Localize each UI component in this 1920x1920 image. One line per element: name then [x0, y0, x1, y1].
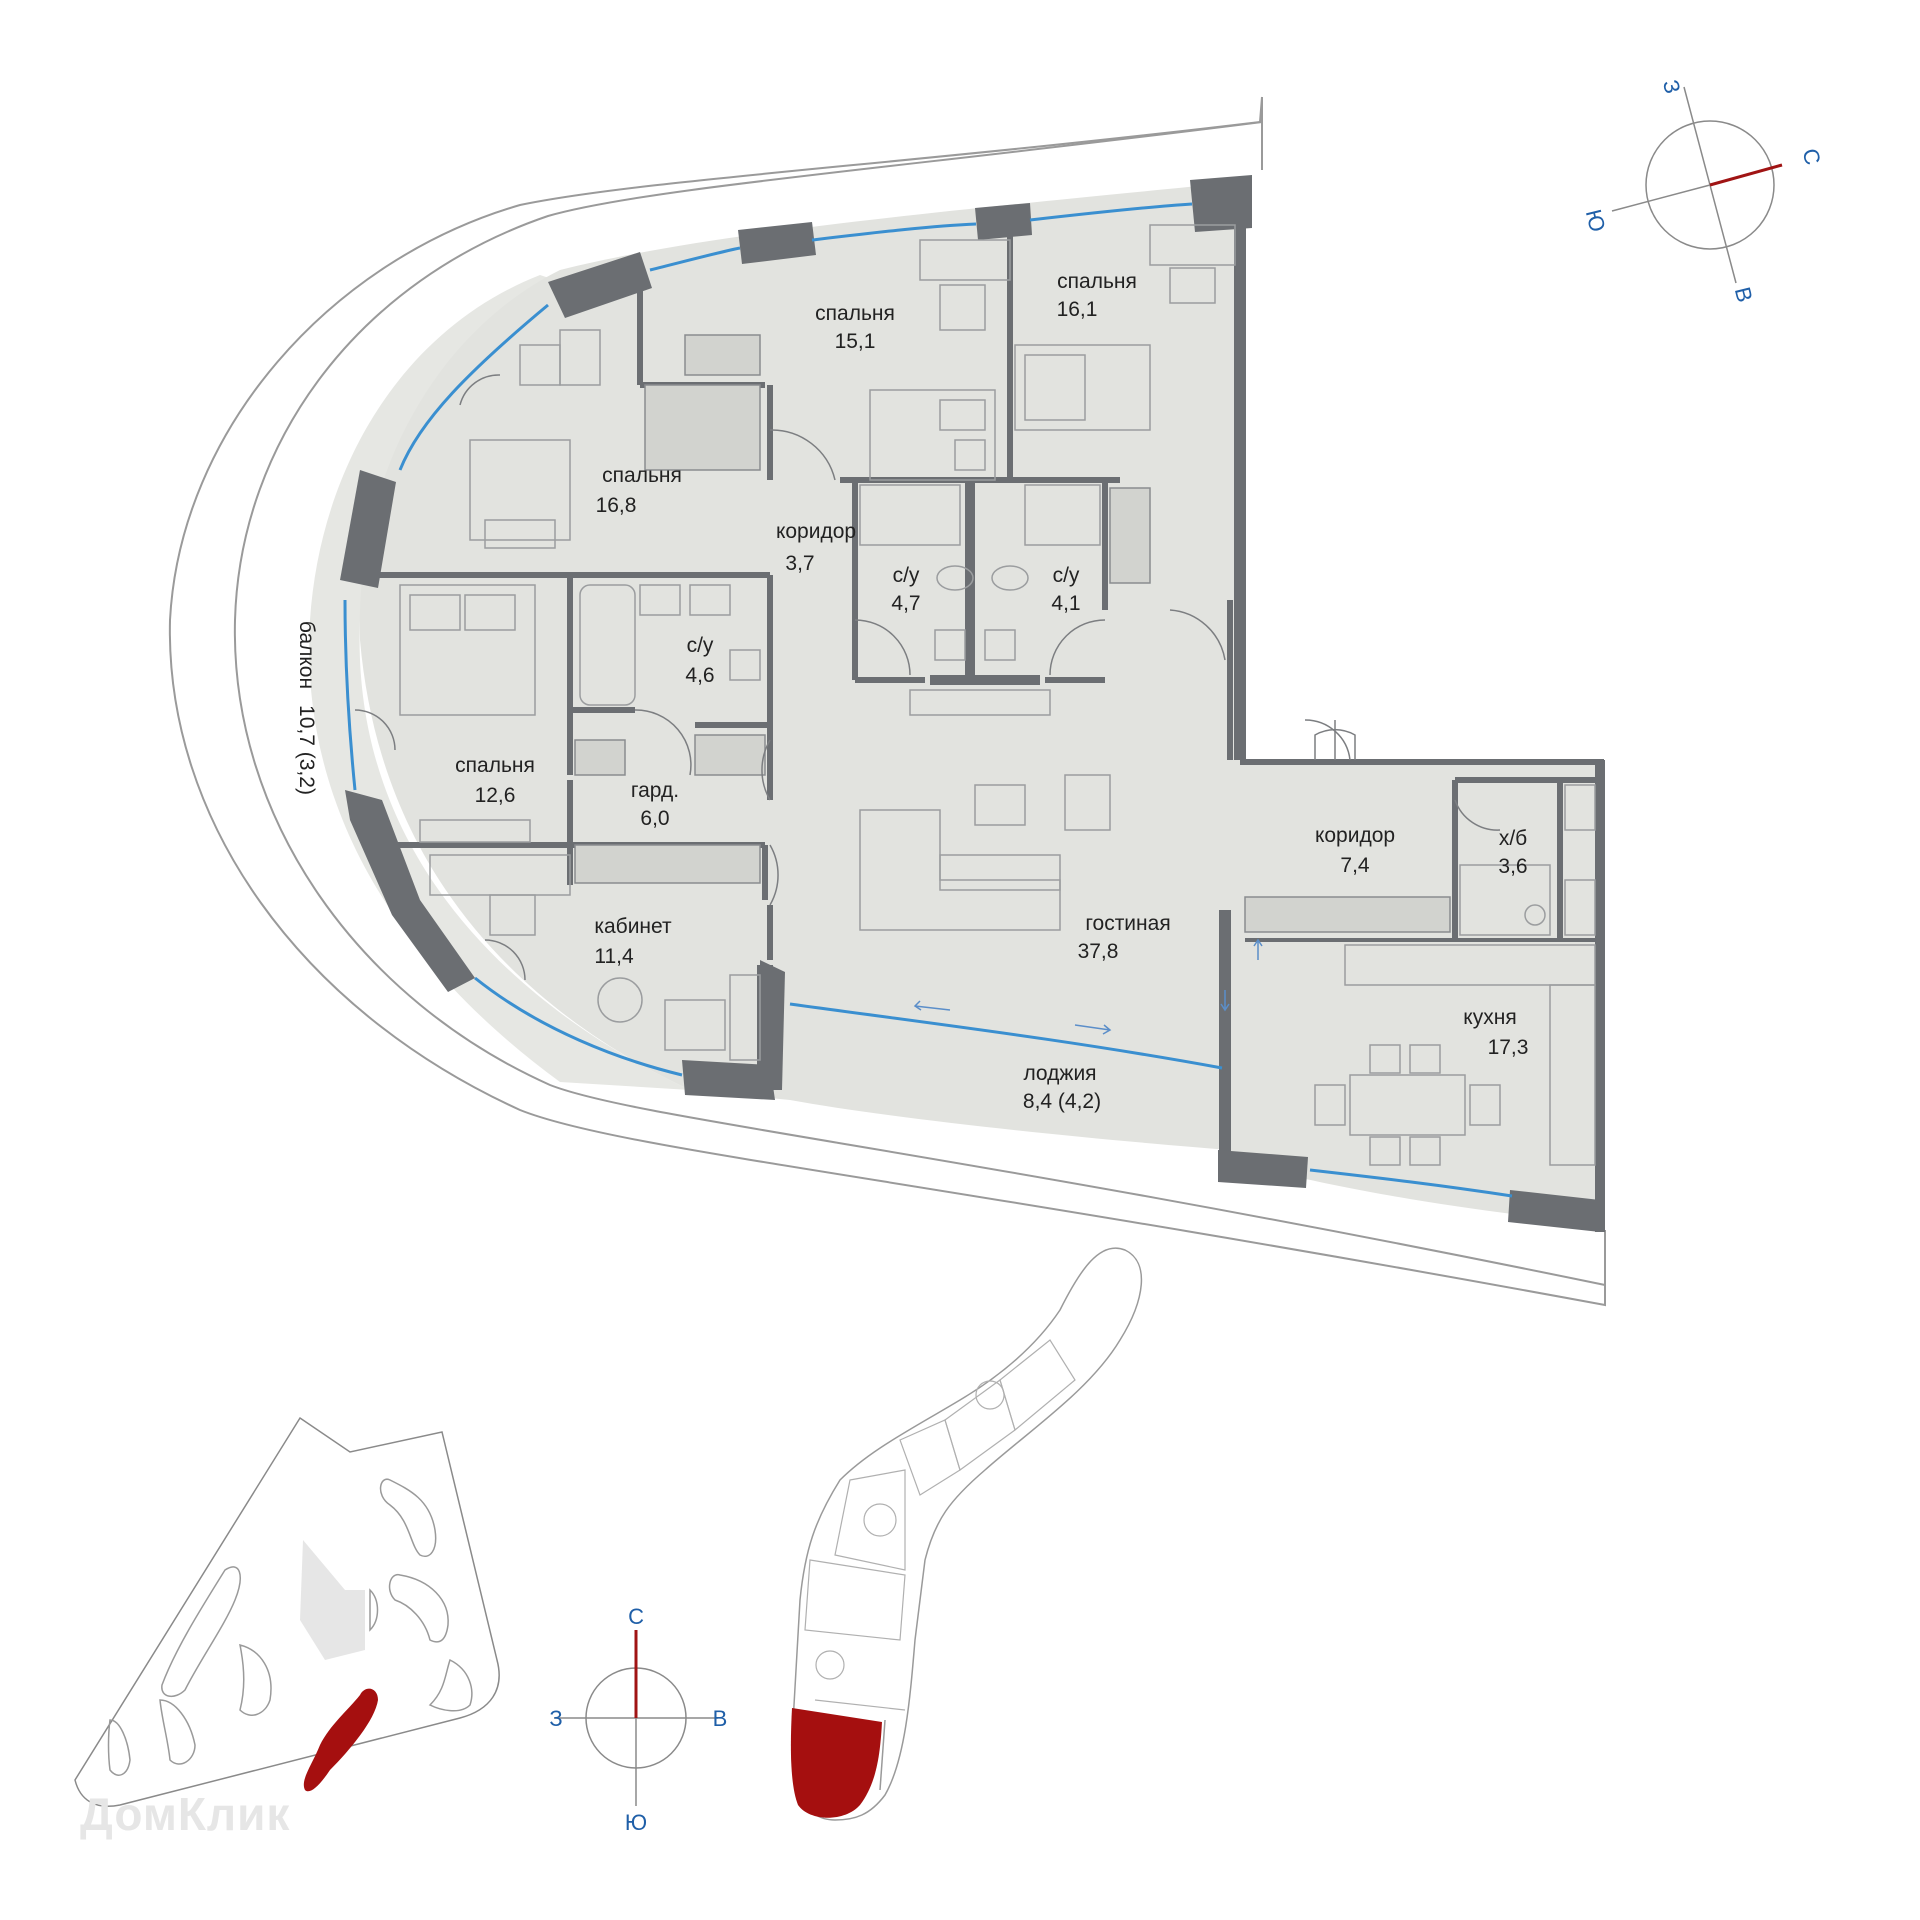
- building-plan: [790, 1247, 1143, 1821]
- room-area-bedroom-d: 12,6: [475, 784, 516, 807]
- compass-top-w: З: [1658, 77, 1685, 96]
- room-label-kitchen: кухня: [1463, 1006, 1516, 1029]
- room-label-corridor-a: коридор: [776, 520, 856, 543]
- room-label-balcony: балкон: [295, 621, 318, 689]
- compass-top-ring: [1645, 120, 1775, 250]
- room-label-living: гостиная: [1085, 912, 1170, 935]
- compass-top-w-line: [1611, 184, 1711, 212]
- site-plan: ДомКлик: [74, 1416, 500, 1840]
- doors: [354, 374, 1501, 981]
- compass-bottom-w: З: [549, 1706, 562, 1731]
- room-label-loggia: лоджия: [1023, 1062, 1096, 1085]
- room-area-utility: 3,6: [1498, 855, 1527, 878]
- room-area-bedroom-b: 16,1: [1057, 298, 1098, 321]
- room-area-loggia: 8,4 (4,2): [1023, 1090, 1101, 1113]
- room-labels: спальня 15,1 спальня 16,1 спальня 16,8 к…: [295, 270, 1528, 1113]
- building-highlight: [790, 1708, 882, 1818]
- room-area-bath-c: 4,6: [685, 664, 714, 687]
- room-area-bedroom-a: 15,1: [835, 330, 876, 353]
- compass-top-north-needle: [1709, 163, 1783, 187]
- site-courtyard: [300, 1540, 365, 1660]
- windows: [343, 202, 1513, 1198]
- room-area-balcony: 10,7 (3,2): [295, 705, 318, 795]
- room-area-bath-b: 4,1: [1051, 592, 1080, 615]
- terrace-outline: [168, 96, 1606, 1307]
- room-label-utility: х/б: [1499, 827, 1527, 850]
- room-area-kitchen: 17,3: [1488, 1036, 1529, 1059]
- room-label-study: кабинет: [594, 915, 672, 938]
- room-label-corridor-b: коридор: [1315, 824, 1395, 847]
- room-area-wardrobe: 6,0: [640, 807, 669, 830]
- entrance-door: [1314, 720, 1356, 760]
- closets: [574, 334, 1451, 933]
- room-area-living: 37,8: [1078, 940, 1119, 963]
- compass-top-s: Ю: [1581, 207, 1611, 235]
- room-label-bedroom-d: спальня: [455, 754, 535, 777]
- sliding-arrows: [913, 938, 1263, 1035]
- room-label-bedroom-c: спальня: [602, 464, 682, 487]
- room-label-bedroom-a: спальня: [815, 302, 895, 325]
- facade-columns: [340, 175, 1600, 1232]
- room-area-corridor-b: 7,4: [1340, 854, 1370, 877]
- compass-top: З С Ю В: [1581, 77, 1826, 305]
- site-highlight: [303, 1688, 378, 1792]
- room-label-bath-b: с/у: [1053, 564, 1080, 587]
- room-area-study: 11,4: [594, 945, 634, 968]
- watermark: ДомКлик: [80, 1788, 290, 1840]
- room-label-bath-c: с/у: [687, 634, 714, 657]
- room-area-bath-a: 4,7: [891, 592, 920, 615]
- room-area-bedroom-c: 16,8: [596, 494, 637, 517]
- compass-bottom: С Ю З В: [549, 1604, 727, 1835]
- compass-bottom-e: В: [713, 1706, 728, 1731]
- room-area-corridor-a: 3,7: [785, 552, 814, 575]
- compass-bottom-s: Ю: [625, 1810, 647, 1835]
- compass-top-e: В: [1730, 284, 1758, 304]
- furniture: [399, 224, 1596, 1166]
- compass-bottom-n: С: [628, 1604, 644, 1629]
- room-label-wardrobe: гард.: [631, 779, 679, 802]
- compass-top-n: С: [1798, 146, 1826, 168]
- room-label-bath-a: с/у: [893, 564, 920, 587]
- room-label-bedroom-b: спальня: [1057, 270, 1137, 293]
